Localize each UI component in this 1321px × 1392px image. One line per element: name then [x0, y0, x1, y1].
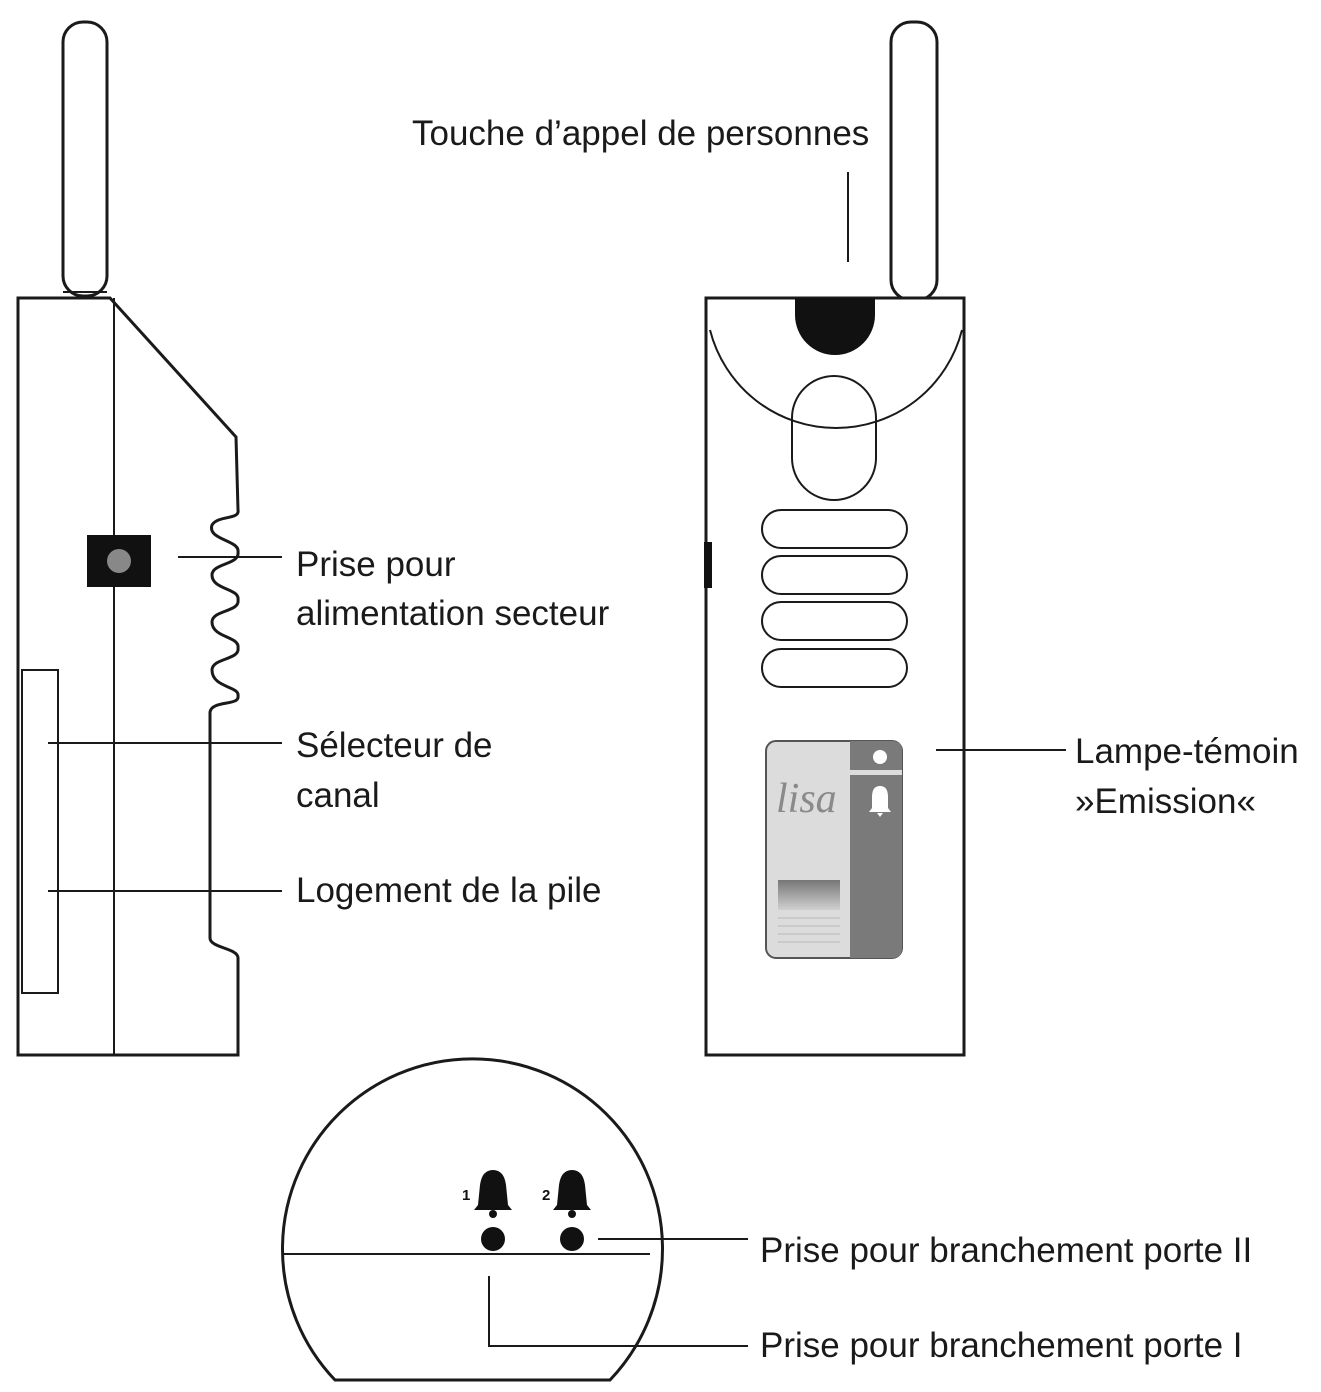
speaker-slot-4	[761, 648, 908, 688]
side-antenna	[61, 20, 109, 298]
front-antenna	[889, 20, 939, 302]
bottom-outline	[281, 1057, 664, 1382]
led-label-2: »Emission«	[1075, 782, 1256, 821]
channel-selector-label-1: Sélecteur de	[296, 726, 493, 765]
bottom-view	[281, 1057, 664, 1382]
battery-compartment	[21, 669, 59, 994]
leader-lines	[48, 172, 1066, 1347]
labels: Touche d’appel de personnes Prise pour a…	[296, 114, 1299, 1365]
channel-selector-label-2: canal	[296, 776, 380, 815]
call-button-label: Touche d’appel de personnes	[412, 114, 869, 153]
speaker-slot-2	[761, 555, 908, 595]
bell-1-number: 1	[462, 1187, 470, 1204]
led-label-1: Lampe-témoin	[1075, 732, 1299, 771]
door-jacks: 1 2	[462, 1170, 591, 1251]
panel-bell-icon	[869, 786, 891, 817]
door-1-jack[interactable]	[481, 1227, 505, 1251]
side-switch[interactable]	[704, 542, 712, 588]
brand-logo: lisa	[776, 776, 837, 822]
power-socket-label-1: Prise pour	[296, 545, 456, 584]
top-arc	[709, 329, 963, 429]
brand-panel: lisa	[765, 740, 903, 959]
door-2-jack[interactable]	[560, 1227, 584, 1251]
battery-label: Logement de la pile	[296, 871, 602, 910]
side-body-outline	[16, 296, 240, 1057]
bell-1-icon	[474, 1170, 512, 1210]
speaker-slot-1	[761, 509, 908, 549]
call-button[interactable]	[795, 298, 875, 355]
bell-2-number: 2	[542, 1187, 550, 1204]
side-view	[16, 20, 240, 1057]
speaker-slot-3	[761, 601, 908, 641]
oval-button[interactable]	[791, 375, 877, 501]
bell-2-icon	[553, 1170, 591, 1210]
led-icon	[873, 750, 887, 764]
power-socket-label-2: alimentation secteur	[296, 594, 610, 633]
door2-socket-label: Prise pour branchement porte II	[760, 1231, 1252, 1270]
door1-socket-label: Prise pour branchement porte I	[760, 1326, 1242, 1365]
power-socket-hole-icon	[107, 549, 131, 573]
